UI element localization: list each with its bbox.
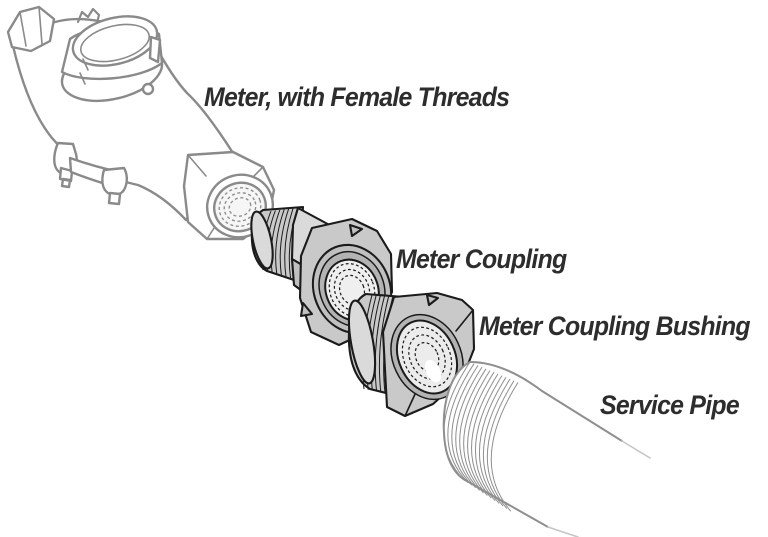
meter-lid-tabs: [76, 7, 101, 25]
thread-hatch-line: [459, 368, 487, 491]
thread-hatch-line: [451, 365, 479, 486]
bushing-thread-end: [347, 299, 377, 385]
pipe-bottom-edge: [464, 479, 549, 528]
pipe-end-arc: [442, 361, 471, 481]
thread-hatch-line: [471, 373, 499, 499]
meter-inlet-hex-cap: [6, 5, 56, 53]
thread-hatch-line: [275, 209, 285, 275]
meter-lid-lug: [148, 35, 162, 64]
thread-hatch-line: [374, 295, 386, 392]
thread-hatch-line: [478, 377, 507, 504]
bushing-bore-thread-3: [414, 342, 440, 372]
meter-bore-thread-1: [218, 187, 262, 227]
pipe-body-fill: [443, 362, 648, 537]
thread-hatch-line: [463, 370, 491, 494]
label-bushing: Meter Coupling Bushing: [479, 311, 751, 341]
meter-inlet-hex-facets: [19, 6, 43, 47]
meter-nut-facets: [187, 154, 269, 240]
label-pipe: Service Pipe: [600, 390, 740, 420]
thread-hatch-line: [279, 208, 290, 276]
meter-drum-seams: [79, 58, 89, 85]
thread-hatch-line: [467, 371, 495, 496]
pipe-top-edge: [469, 361, 623, 442]
thread-hatch-line: [455, 366, 483, 489]
meter-register-lid-inner: [79, 23, 151, 63]
coupling-hex-notch-top: [348, 223, 364, 238]
label-coupling: Meter Coupling: [396, 244, 567, 274]
meter-coupling-illustration: [250, 205, 394, 347]
meter-lid-hinge: [141, 82, 155, 96]
coupling-bore-thread-2: [333, 268, 371, 312]
meter-test-plug-tip: [107, 191, 122, 206]
thread-hatch-line: [490, 382, 519, 512]
coupling-thread-end: [250, 210, 274, 270]
thread-hatch-line: [284, 208, 294, 278]
bushing-bore-highlight: [424, 359, 442, 383]
pipe-bottom-edge-fade: [547, 526, 579, 537]
thread-hatch-line: [474, 375, 503, 502]
meter-test-plug: [101, 166, 128, 197]
thread-hatch-line: [447, 363, 475, 483]
meter-bore-thread-3: [228, 197, 252, 217]
bushing-bore-thread-1: [401, 326, 453, 388]
pipe-top-edge-fade: [621, 440, 651, 459]
thread-hatch-line: [482, 378, 511, 507]
bushing-hex-notch: [425, 293, 440, 307]
meter-bore-thread-2: [223, 192, 257, 222]
bushing-facet-lines: [404, 309, 474, 417]
thread-hatch-line: [486, 380, 515, 509]
service-pipe-illustration: [442, 361, 651, 537]
thread-hatch-line: [378, 295, 390, 393]
water-meter-illustration: [6, 5, 276, 241]
coupling-hex-notch-bottom: [299, 301, 314, 318]
meter-drain-plug-tip: [58, 166, 74, 189]
label-meter: Meter, with Female Threads: [204, 82, 510, 112]
